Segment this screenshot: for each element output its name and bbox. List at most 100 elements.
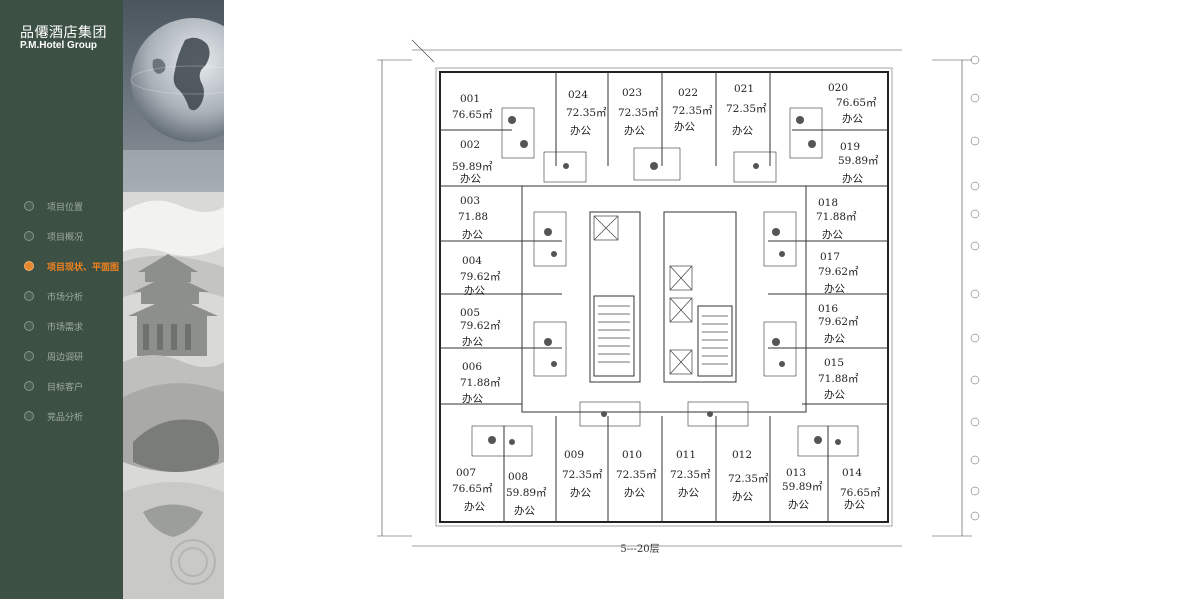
floor-range-caption: 5---20层 <box>620 544 660 555</box>
bullet-icon <box>24 351 34 361</box>
room-usage: 办公 <box>674 120 695 133</box>
bullet-icon <box>24 411 34 421</box>
bullet-icon <box>24 381 34 391</box>
nav-item-label: 市场分析 <box>47 292 84 303</box>
bullet-icon <box>24 321 34 331</box>
room-number: 015 <box>824 357 844 369</box>
room-usage: 办公 <box>678 486 699 499</box>
room-area: 79.62㎡ <box>818 266 859 278</box>
room-usage: 办公 <box>732 124 753 137</box>
room-area: 72.35㎡ <box>616 469 657 481</box>
room-number: 006 <box>462 361 482 373</box>
room-number: 012 <box>732 449 752 461</box>
nav-item-market-analysis[interactable]: 市场分析 <box>24 288 83 304</box>
room-number: 014 <box>842 467 862 479</box>
room-usage: 办公 <box>824 332 845 345</box>
bullet-icon <box>24 261 34 271</box>
nav-item-target-customers[interactable]: 目标客户 <box>24 378 83 394</box>
room-area: 76.65㎡ <box>836 97 877 109</box>
nav-item-surrounding-research[interactable]: 周边调研 <box>24 348 83 364</box>
room-area: 71.88㎡ <box>816 211 857 223</box>
room-number: 023 <box>622 87 642 99</box>
nav-item-label: 市场需求 <box>47 322 84 333</box>
nav-item-label: 周边调研 <box>47 352 84 363</box>
room-usage: 办公 <box>570 124 591 137</box>
room-area: 72.35㎡ <box>670 469 711 481</box>
room-area: 76.65㎡ <box>452 109 493 121</box>
pagoda-artwork <box>123 192 224 599</box>
room-usage: 办公 <box>844 498 865 511</box>
room-usage: 办公 <box>570 486 591 499</box>
room-usage: 办公 <box>842 112 863 125</box>
room-area: 79.62㎡ <box>818 316 859 328</box>
room-number: 005 <box>460 307 480 319</box>
room-area: 72.35㎡ <box>672 105 713 117</box>
nav-item-label: 竞品分析 <box>47 412 84 423</box>
sidebar: 品僊酒店集团 P.M.Hotel Group <box>0 0 123 599</box>
room-area: 72.35㎡ <box>728 473 769 485</box>
room-usage: 办公 <box>462 228 483 241</box>
brand-name-cn: 品僊酒店集团 <box>20 25 107 41</box>
floor-plan: 001 76.65㎡ 002 59.89㎡ 办公 003 71.88 办公 00… <box>372 36 990 566</box>
room-area: 72.35㎡ <box>726 103 767 115</box>
room-usage: 办公 <box>824 282 845 295</box>
nav-item-project-overview[interactable]: 项目概况 <box>24 228 83 244</box>
room-number: 021 <box>734 83 754 95</box>
room-number: 001 <box>460 93 480 105</box>
room-number: 007 <box>456 467 476 479</box>
room-area: 71.88 <box>458 211 488 223</box>
room-usage: 办公 <box>732 490 753 503</box>
room-number: 011 <box>676 449 696 461</box>
room-usage: 办公 <box>824 388 845 401</box>
nav-item-current-status-floorplan[interactable]: 项目现状、平面图 <box>24 258 119 274</box>
room-area: 76.65㎡ <box>452 483 493 495</box>
room-number: 008 <box>508 471 528 483</box>
room-number: 019 <box>840 141 860 153</box>
room-usage: 办公 <box>822 228 843 241</box>
room-area: 79.62㎡ <box>460 271 501 283</box>
room-usage: 办公 <box>624 486 645 499</box>
room-usage: 办公 <box>464 500 485 513</box>
room-area: 72.35㎡ <box>562 469 603 481</box>
bullet-icon <box>24 201 34 211</box>
decorative-image-strip <box>123 0 224 599</box>
room-usage: 办公 <box>624 124 645 137</box>
room-area: 72.35㎡ <box>566 107 607 119</box>
room-number: 002 <box>460 139 480 151</box>
nav-item-label: 项目现状、平面图 <box>47 262 120 273</box>
room-usage: 办公 <box>462 392 483 405</box>
room-number: 010 <box>622 449 642 461</box>
room-usage: 办公 <box>460 172 481 185</box>
room-usage: 办公 <box>788 498 809 511</box>
room-number: 020 <box>828 82 848 94</box>
nav-item-label: 项目概况 <box>47 232 84 243</box>
room-usage: 办公 <box>464 284 485 297</box>
room-area: 59.89㎡ <box>782 481 823 493</box>
room-usage: 办公 <box>842 172 863 185</box>
nav-item-label: 目标客户 <box>47 382 84 393</box>
room-number: 016 <box>818 303 838 315</box>
nav-item-label: 项目位置 <box>47 202 84 213</box>
room-area: 59.89㎡ <box>452 161 493 173</box>
nav-item-project-location[interactable]: 项目位置 <box>24 198 83 214</box>
nav-item-market-demand[interactable]: 市场需求 <box>24 318 83 334</box>
room-number: 022 <box>678 87 698 99</box>
room-number: 003 <box>460 195 480 207</box>
room-area: 76.65㎡ <box>840 487 881 499</box>
room-number: 018 <box>818 197 838 209</box>
nav-item-competitor-analysis[interactable]: 竞品分析 <box>24 408 83 424</box>
room-area: 59.89㎡ <box>506 487 547 499</box>
room-usage: 办公 <box>462 335 483 348</box>
room-usage: 办公 <box>514 504 535 517</box>
bullet-icon <box>24 291 34 301</box>
room-number: 013 <box>786 467 806 479</box>
room-area: 79.62㎡ <box>460 320 501 332</box>
floor-plan-drawing: 001 76.65㎡ 002 59.89㎡ 办公 003 71.88 办公 00… <box>377 39 980 547</box>
room-number: 009 <box>564 449 584 461</box>
room-area: 72.35㎡ <box>618 107 659 119</box>
brand-name-en: P.M.Hotel Group <box>20 40 98 51</box>
room-area: 71.88㎡ <box>460 377 501 389</box>
globe-image <box>123 0 224 192</box>
room-number: 017 <box>820 251 840 263</box>
room-number: 004 <box>462 255 482 267</box>
